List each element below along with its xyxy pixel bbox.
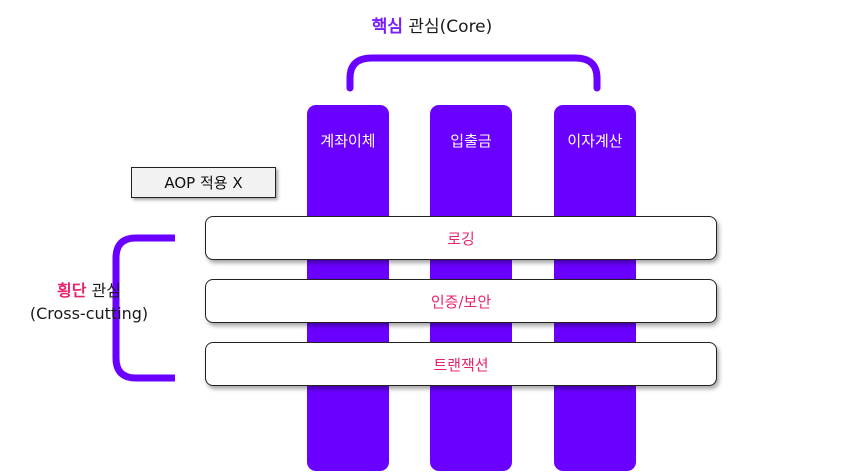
bar-transaction: 트랜잭션 <box>205 342 717 386</box>
pillar-label: 입출금 <box>450 132 492 150</box>
cross-bracket <box>112 234 175 382</box>
cross-title-rest: 관심 <box>86 281 121 300</box>
bar-auth-security: 인증/보안 <box>205 279 717 323</box>
pillar-label: 이자계산 <box>567 132 623 150</box>
core-bracket <box>346 54 601 92</box>
cross-title-highlight: 횡단 <box>57 281 87 300</box>
cross-title-subtitle: (Cross-cutting) <box>29 304 149 323</box>
core-title-rest: 관심(Core) <box>402 17 493 37</box>
cross-cutting-title: 횡단 관심 (Cross-cutting) <box>4 279 174 325</box>
aop-not-applied-box: AOP 적용 X <box>131 167 276 198</box>
core-concern-title: 핵심 관심(Core) <box>0 12 864 37</box>
pillar-label: 계좌이체 <box>320 132 376 150</box>
cross-title-line1: 횡단 관심 <box>4 279 174 302</box>
bar-logging: 로깅 <box>205 216 717 260</box>
core-title-highlight: 핵심 <box>371 17 403 37</box>
